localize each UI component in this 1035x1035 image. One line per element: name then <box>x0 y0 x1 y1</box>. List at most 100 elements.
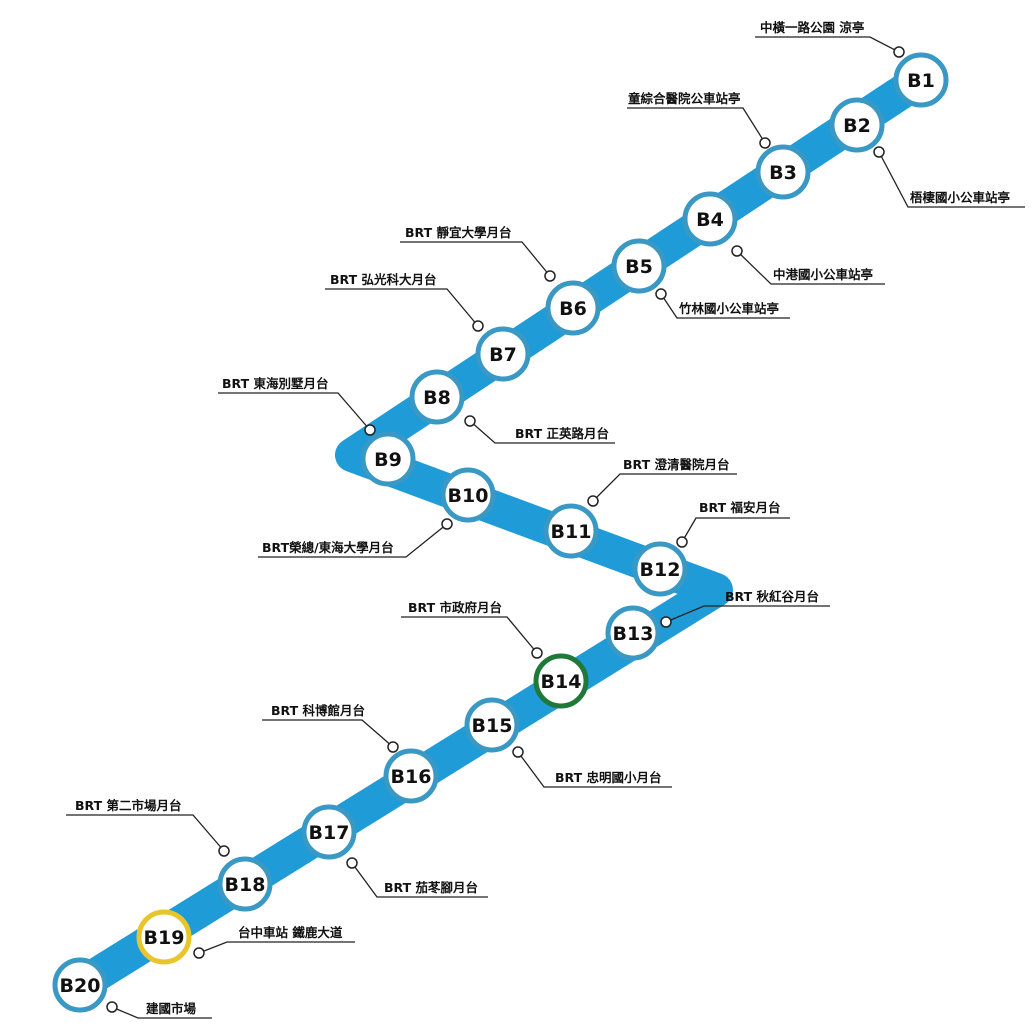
station-b6[interactable]: B6 <box>545 280 601 336</box>
station-b2[interactable]: B2 <box>829 97 885 153</box>
station-markers: B1B2B3B4B5B6B7B8B9B10B11B12B13B14B15B16B… <box>52 52 949 1013</box>
station-circle-icon <box>52 957 108 1013</box>
stop-name-b11: BRT 澄清醫院月台 <box>623 457 729 472</box>
stop-dot-b13 <box>660 616 672 628</box>
leader-line-b10 <box>258 523 448 558</box>
stop-name-b3: 童綜合醫院公車站亭 <box>628 91 741 106</box>
station-b20[interactable]: B20 <box>52 957 108 1013</box>
station-b15[interactable]: B15 <box>464 697 520 753</box>
stop-name-b7: BRT 弘光科大月台 <box>330 272 436 287</box>
station-b18[interactable]: B18 <box>217 856 273 912</box>
station-b3[interactable]: B3 <box>755 144 811 200</box>
station-circle-icon <box>475 326 531 382</box>
stop-dot-b19 <box>193 947 205 959</box>
station-b5[interactable]: B5 <box>611 238 667 294</box>
stop-leader-lines <box>66 36 1025 1019</box>
station-b14[interactable]: B14 <box>533 653 589 709</box>
station-code: B9 <box>374 449 402 471</box>
station-b4[interactable]: B4 <box>682 191 738 247</box>
leader-line-b12 <box>681 517 790 543</box>
station-b13[interactable]: B13 <box>605 605 661 661</box>
station-b9[interactable]: B9 <box>360 431 416 487</box>
leader-line-b5 <box>660 293 790 319</box>
leader-line-b16 <box>262 719 394 748</box>
stop-dot-b4 <box>731 245 743 257</box>
station-code: B14 <box>541 671 582 693</box>
station-code: B4 <box>696 209 724 231</box>
route-line <box>63 63 937 1002</box>
station-b11[interactable]: B11 <box>543 503 599 559</box>
stop-name-b4: 中港國小公車站亭 <box>773 267 874 282</box>
station-code: B6 <box>559 298 587 320</box>
stop-name-b10: BRT榮總/東海大學月台 <box>262 540 394 555</box>
station-code: B15 <box>472 715 513 737</box>
station-circle-icon <box>533 653 589 709</box>
station-circle-icon <box>829 97 885 153</box>
station-circle-icon <box>605 605 661 661</box>
stop-dot-b16 <box>387 741 399 753</box>
station-b17[interactable]: B17 <box>301 804 357 860</box>
stop-name-b19: 台中車站 鐵鹿大道 <box>238 925 343 940</box>
station-code: B3 <box>769 162 797 184</box>
station-circle-icon <box>360 431 416 487</box>
stop-dot-b18 <box>218 845 230 857</box>
station-code: B19 <box>144 927 185 949</box>
stop-dot-b7 <box>472 320 484 332</box>
stop-dot-b17 <box>346 857 358 869</box>
stop-dot-b2 <box>873 146 885 158</box>
stop-dot-b14 <box>531 647 543 659</box>
station-b16[interactable]: B16 <box>383 748 439 804</box>
station-code: B5 <box>625 256 653 278</box>
stop-dot-b10 <box>441 518 453 530</box>
station-b7[interactable]: B7 <box>475 326 531 382</box>
station-circle-icon <box>545 280 601 336</box>
stop-name-b13: BRT 秋紅谷月台 <box>725 589 819 604</box>
leader-line-b20 <box>111 1006 212 1019</box>
station-code: B20 <box>60 975 101 997</box>
stop-name-b9: BRT 東海別墅月台 <box>222 376 328 391</box>
station-code: B16 <box>391 766 432 788</box>
station-b1[interactable]: B1 <box>893 52 949 108</box>
station-code: B8 <box>423 387 451 409</box>
stop-name-b16: BRT 科博館月台 <box>271 703 365 718</box>
leader-line-b11 <box>592 473 737 502</box>
station-b8[interactable]: B8 <box>409 369 465 425</box>
leader-line-b9 <box>218 392 371 431</box>
leader-line-b17 <box>351 862 488 898</box>
station-b19[interactable]: B19 <box>136 909 192 965</box>
stop-dot-b15 <box>512 746 524 758</box>
stop-dot-b8 <box>464 415 476 427</box>
station-b10[interactable]: B10 <box>440 467 496 523</box>
stop-dot-b5 <box>655 288 667 300</box>
station-circle-icon <box>611 238 667 294</box>
stop-name-b18: BRT 第二市場月台 <box>75 798 181 813</box>
station-circle-icon <box>755 144 811 200</box>
leader-line-b2 <box>878 151 1025 208</box>
station-code: B2 <box>843 115 871 137</box>
station-circle-icon <box>136 909 192 965</box>
station-circle-icon <box>383 748 439 804</box>
leader-line-b19 <box>198 941 355 954</box>
stop-dot-b20 <box>106 1001 118 1013</box>
stop-dot-b3 <box>759 137 771 149</box>
station-circle-icon <box>301 804 357 860</box>
station-code: B10 <box>448 485 489 507</box>
leader-line-b13 <box>665 605 830 623</box>
leader-line-b1 <box>755 36 900 53</box>
station-circle-icon <box>409 369 465 425</box>
stop-dot-b9 <box>364 424 376 436</box>
station-b12[interactable]: B12 <box>632 541 688 597</box>
station-code: B7 <box>489 344 517 366</box>
leader-line-b18 <box>66 814 225 852</box>
stop-name-b1: 中橫一路公園 涼亭 <box>760 20 865 35</box>
station-code: B12 <box>640 559 681 581</box>
leader-line-b4 <box>736 250 885 285</box>
leader-line-b6 <box>400 241 551 277</box>
stop-name-b2: 梧棲國小公車站亭 <box>910 190 1011 205</box>
leader-line-b14 <box>401 616 538 654</box>
stop-name-b15: BRT 忠明國小月台 <box>555 770 661 785</box>
station-code: B13 <box>613 623 654 645</box>
stop-name-b17: BRT 茄苳腳月台 <box>384 880 478 895</box>
stop-dot-b12 <box>676 536 688 548</box>
